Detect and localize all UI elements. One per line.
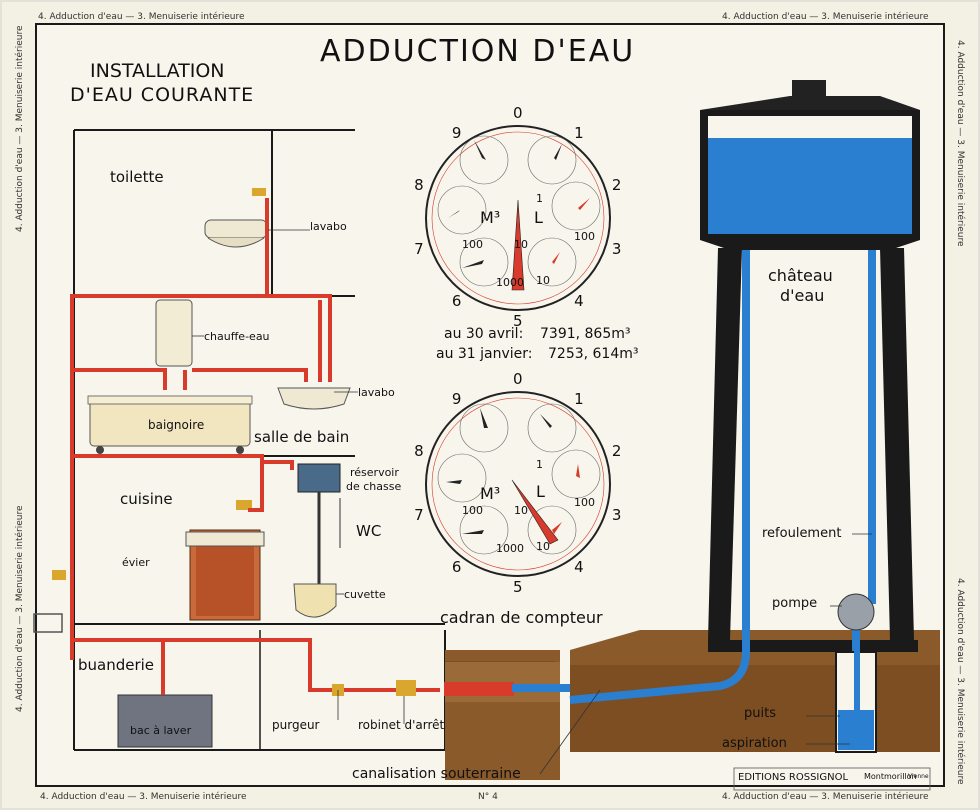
dial-number: 0 [513,370,523,388]
sub-dial-label: 1000 [496,542,524,555]
salle-de-bain-fixtures [87,299,351,454]
dial-number: 9 [451,389,462,408]
label-wc: WC [356,522,382,540]
sub-dial-label: 1 [536,458,543,471]
dial-number: 8 [414,175,424,194]
dial-number: 4 [574,292,584,311]
meter-caption: cadran de compteur [440,608,603,627]
sub-dial-label: 100 [462,504,483,517]
sub-dial-label: 10 [514,238,528,251]
label-bac: bac à laver [130,724,192,737]
label-lavabo-1: lavabo [310,220,347,233]
subtitle-line2: D'EAU COURANTE [70,84,255,106]
sub-dial-label: 100 [574,496,595,509]
red-pipes [70,294,440,695]
meter-top-m3: M³ [480,208,501,227]
label-evier: évier [122,556,150,569]
dial-number: 6 [451,292,462,311]
label-chauffe-eau: chauffe-eau [204,330,270,343]
dial-number: 2 [611,175,622,194]
subtitle-line1: INSTALLATION [90,60,225,82]
dial-number: 7 [414,240,424,259]
reading-1-label: au 30 avril: [444,326,524,342]
meter-top [425,125,611,311]
margin-right-top: 4. Adduction d'eau — 3. Menuiserie intér… [955,40,965,247]
dial-number: 5 [513,578,523,596]
margin-top-right: 4. Adduction d'eau — 3. Menuiserie intér… [722,12,929,22]
label-puits: puits [744,706,776,721]
margin-top-left: 4. Adduction d'eau — 3. Menuiserie intér… [38,12,245,22]
sub-dial-label: 1 [536,192,543,205]
label-pompe: pompe [772,596,818,611]
label-refoulement: refoulement [762,526,842,541]
publisher-name: EDITIONS ROSSIGNOL [738,772,849,783]
dial-number: 6 [451,558,462,577]
sub-dial-label: 10 [514,504,528,517]
margin-right-bottom: 4. Adduction d'eau — 3. Menuiserie intér… [955,578,965,785]
margin-bottom-right: 4. Adduction d'eau — 3. Menuiserie intér… [722,792,929,802]
dial-number: 5 [513,312,523,330]
wc-fixtures [293,463,341,618]
dial-number: 1 [574,123,584,142]
label-reservoir-2: de chasse [346,480,402,493]
dial-number: 8 [414,441,424,460]
sub-dial-label: 100 [574,230,595,243]
margin-left-top: 4. Adduction d'eau — 3. Menuiserie intér… [15,25,25,232]
dial-number: 3 [611,240,622,259]
dial-number: 9 [451,123,462,142]
reading-2-value: 7253, 614m³ [548,346,639,362]
robinet-valve [396,680,416,696]
label-chateau-2: d'eau [780,286,825,305]
publisher-box [733,767,931,791]
label-lavabo-2: lavabo [358,386,395,399]
publisher-region: Vienne [908,773,929,780]
dial-number: 7 [414,506,424,525]
room-salle-de-bain: salle de bain [254,428,350,446]
label-purgeur: purgeur [272,718,320,732]
cuisine-fixtures [52,500,265,621]
leader-lines [192,229,872,775]
label-baignoire: baignoire [148,418,205,432]
room-buanderie: buanderie [78,656,155,674]
meter-bottom-l: L [536,482,545,501]
sub-dial-label: 100 [462,238,483,251]
meter-bottom-m3: M³ [480,484,501,503]
page-title: ADDUCTION D'EAU [320,34,636,69]
reading-2-label: au 31 janvier: [436,346,533,362]
publisher-city: Montmorillon [864,772,917,781]
margin-bottom-left: 4. Adduction d'eau — 3. Menuiserie intér… [40,792,247,802]
reading-1-value: 7391, 865m³ [540,326,631,342]
water-tower [512,80,940,753]
dial-number: 4 [574,558,584,577]
label-chateau-1: château [768,266,833,285]
dial-number: 1 [574,389,584,408]
meter-top-l: L [534,208,543,227]
buanderie-fixtures [33,613,213,748]
toilette-lavabo [204,188,269,296]
underground-pipe-red [444,682,514,696]
sub-dial-label: 10 [536,274,550,287]
meter-bottom [425,391,611,577]
room-cuisine: cuisine [120,490,173,508]
label-canalisation: canalisation souterraine [352,766,521,782]
dial-number: 2 [611,441,622,460]
margin-number: N° 4 [478,792,498,802]
dial-number: 0 [513,104,523,122]
label-aspiration: aspiration [722,736,787,751]
room-toilette: toilette [110,168,164,186]
sub-dial-label: 1000 [496,276,524,289]
dial-number: 3 [611,506,622,525]
margin-left-bottom: 4. Adduction d'eau — 3. Menuiserie intér… [15,505,25,712]
label-robinet: robinet d'arrêt [358,718,445,732]
sub-dial-label: 10 [536,540,550,553]
label-reservoir-1: réservoir [350,466,399,479]
label-cuvette: cuvette [344,588,386,601]
